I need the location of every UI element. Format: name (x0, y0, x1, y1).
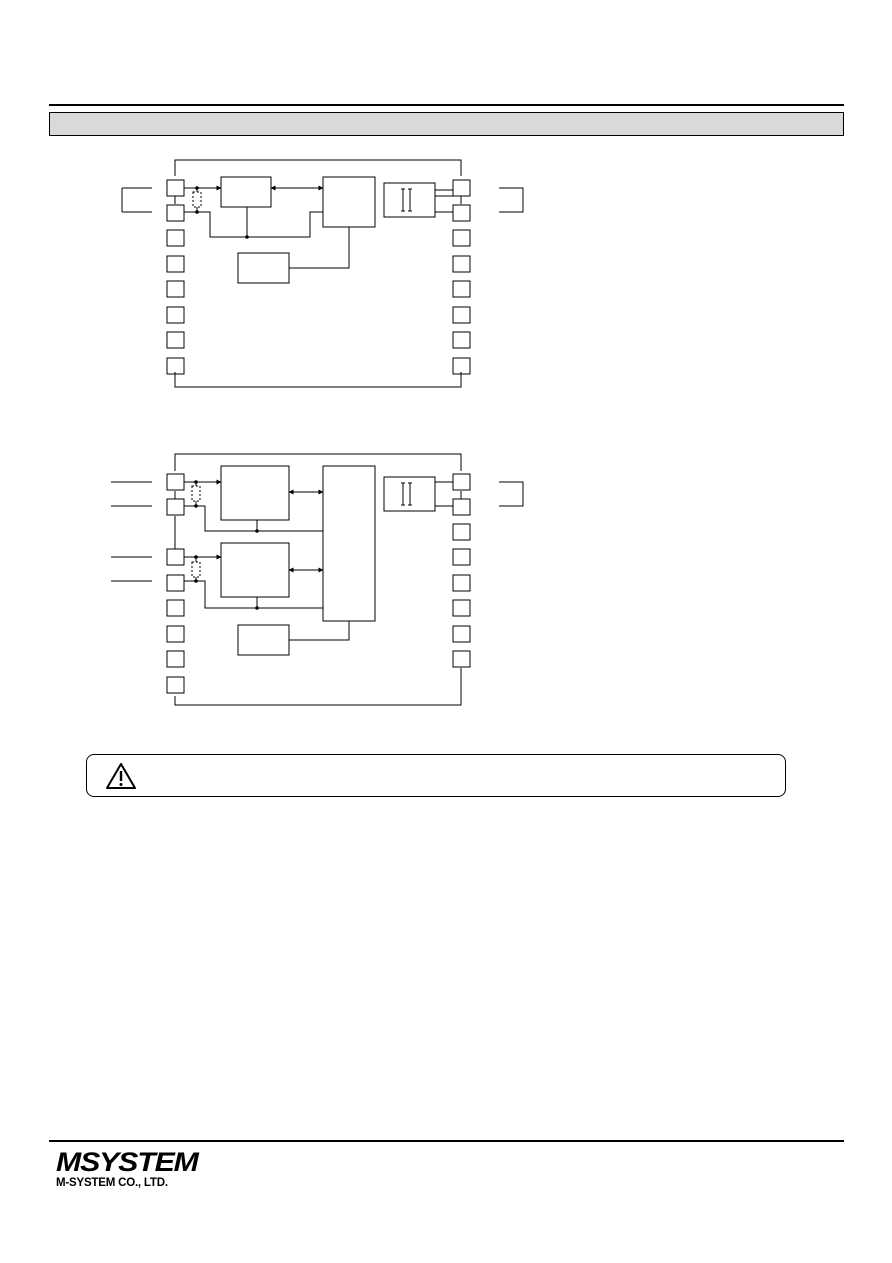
block-diagram-1 (121, 159, 524, 388)
footer-rule (49, 1140, 844, 1142)
input-circuit-block-1 (220, 176, 272, 208)
isolation-block-2 (383, 476, 436, 512)
section-title-bar (49, 112, 844, 136)
caution-box (86, 754, 786, 797)
cpu-block-2 (322, 465, 376, 622)
terminal-column-left-1 (166, 179, 185, 375)
setting-block-1 (237, 252, 290, 284)
setting-block-2 (237, 624, 290, 656)
isolation-block-1 (383, 182, 436, 218)
input-circuit-block-2b (220, 542, 290, 598)
terminal-column-right-1 (452, 179, 471, 375)
terminal-column-left-2 (166, 473, 185, 694)
company-name: M-SYSTEM CO., LTD. (56, 1177, 168, 1189)
warning-triangle-icon (106, 763, 136, 789)
input-circuit-block-2a (220, 465, 290, 521)
logo-mark: MSYSTEM (56, 1147, 199, 1177)
company-logo: MSYSTEM M-SYSTEM CO., LTD. (56, 1149, 199, 1190)
block-diagram-2 (111, 453, 524, 706)
cpu-block-1 (322, 176, 376, 228)
header-rule (49, 104, 844, 106)
terminal-column-right-2 (452, 473, 471, 668)
